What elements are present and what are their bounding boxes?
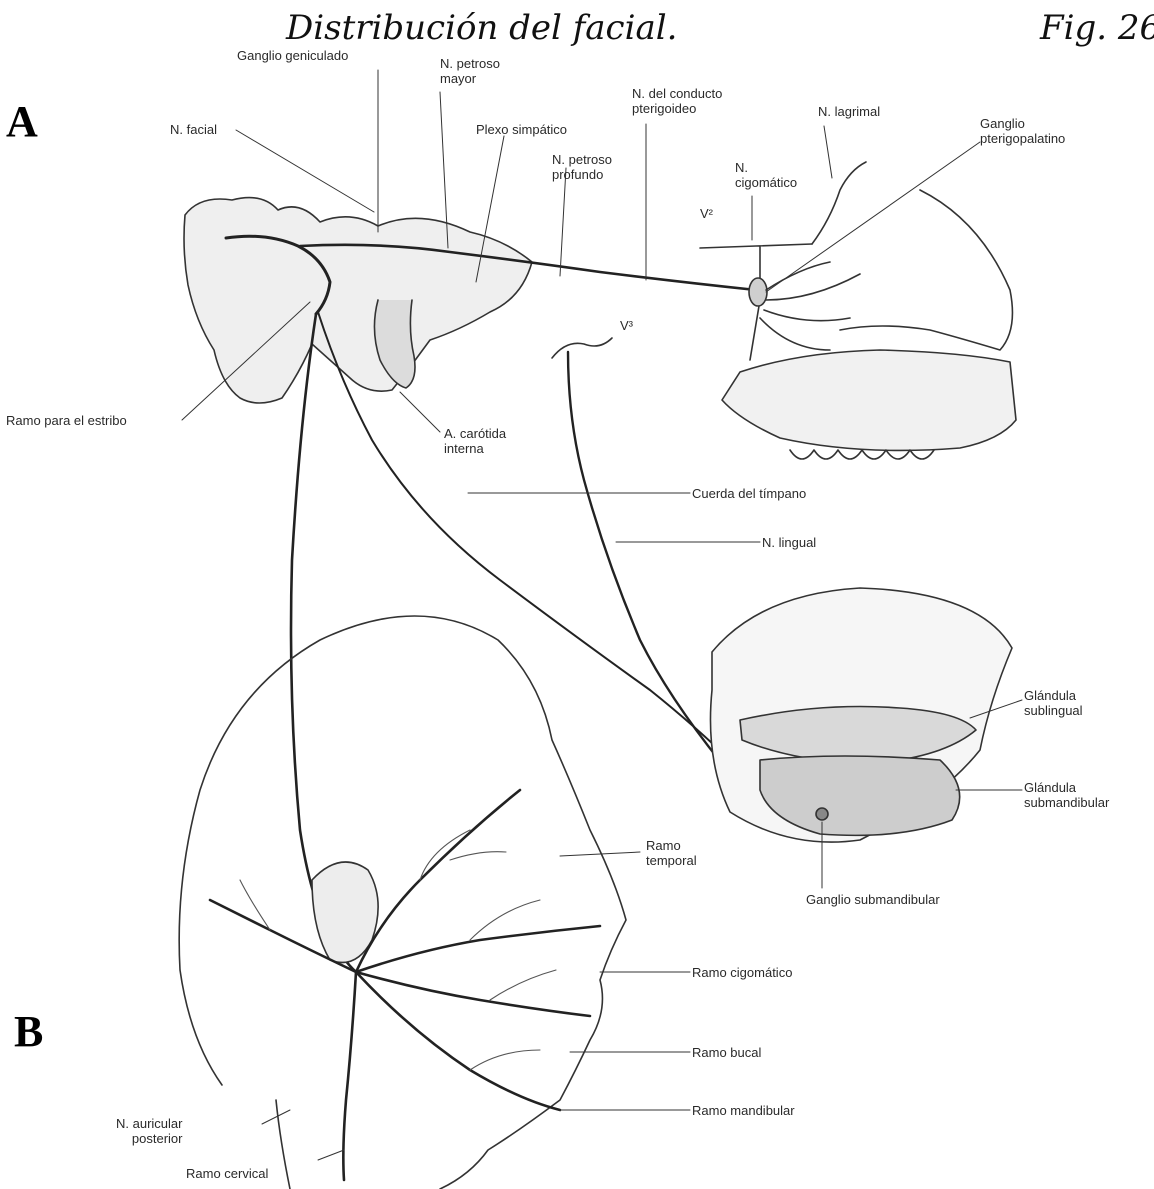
label-n-lingual: N. lingual: [762, 535, 816, 550]
buccal-branch: [356, 972, 590, 1016]
label-n-petroso-profundo-2: profundo: [552, 167, 603, 182]
label-n-conducto-pterigoideo: N. del conducto pterigoideo: [632, 86, 722, 116]
label-n-conducto-pterigoideo-1: N. del conducto: [632, 86, 722, 101]
label-plexo-simpatico: Plexo simpático: [476, 122, 567, 137]
label-n-petroso-profundo-1: N. petroso: [552, 152, 612, 167]
leader-pterigopalatino: [766, 142, 980, 292]
leader-lagrimal: [824, 126, 832, 178]
label-n-cigomatico-2: cigomático: [735, 175, 797, 190]
leader-cervical: [318, 1150, 344, 1160]
label-ramo-temporal-2: temporal: [646, 853, 697, 868]
lacrimal-nerve: [812, 162, 866, 244]
label-ganglio-geniculado: Ganglio geniculado: [237, 48, 348, 63]
label-n-auricular-1: N. auricular: [116, 1116, 182, 1131]
label-ganglio-pterigopalatino-2: pterigopalatino: [980, 131, 1065, 146]
label-ramo-temporal-1: Ramo: [646, 838, 681, 853]
label-n-auricular-posterior: N. auricular posterior: [116, 1116, 182, 1146]
label-n-conducto-pterigoideo-2: pterigoideo: [632, 101, 696, 116]
label-n-lagrimal: N. lagrimal: [818, 104, 880, 119]
label-glandula-submandibular: Glándula submandibular: [1024, 780, 1109, 810]
label-ramo-mandibular: Ramo mandibular: [692, 1103, 795, 1118]
label-ramo-bucal: Ramo bucal: [692, 1045, 761, 1060]
label-glandula-submandibular-2: submandibular: [1024, 795, 1109, 810]
label-ganglio-pterigopalatino: Ganglio pterigopalatino: [980, 116, 1065, 146]
panel-label-a: A: [6, 96, 38, 147]
label-n-petroso-mayor-2: mayor: [440, 71, 476, 86]
label-ganglio-submandibular: Ganglio submandibular: [806, 892, 940, 907]
label-carotida-interna-2: interna: [444, 441, 484, 456]
label-glandula-sublingual-1: Glándula: [1024, 688, 1076, 703]
label-n-auricular-2: posterior: [132, 1131, 183, 1146]
palate-maxilla: [722, 350, 1016, 450]
label-glandula-sublingual-2: sublingual: [1024, 703, 1083, 718]
label-n-petroso-profundo: N. petroso profundo: [552, 152, 612, 182]
head-outline: [179, 616, 626, 1189]
label-n-cigomatico: N. cigomático: [735, 160, 797, 190]
label-ramo-cervical: Ramo cervical: [186, 1166, 268, 1181]
label-glandula-submandibular-1: Glándula: [1024, 780, 1076, 795]
label-v3: V³: [620, 318, 633, 333]
cervical-branch: [343, 972, 356, 1180]
label-n-petroso-mayor-1: N. petroso: [440, 56, 500, 71]
label-glandula-sublingual: Glándula sublingual: [1024, 688, 1083, 718]
label-ramo-temporal: Ramo temporal: [646, 838, 697, 868]
pterygopalatine-branches: [760, 262, 860, 350]
label-cuerda-timpano: Cuerda del tímpano: [692, 486, 806, 501]
pterygopalatine-ganglion: [749, 278, 767, 306]
label-carotida-interna-1: A. carótida: [444, 426, 506, 441]
panel-label-b: B: [14, 1006, 43, 1057]
leader-carotida: [400, 392, 440, 432]
mandibular-branch: [356, 972, 560, 1110]
leader-auricular: [262, 1110, 290, 1124]
label-carotida-interna: A. carótida interna: [444, 426, 506, 456]
upper-teeth: [790, 450, 934, 459]
figure-number: Fig. 26: [1040, 8, 1154, 48]
label-n-cigomatico-1: N.: [735, 160, 748, 175]
petrous-bone: [184, 198, 532, 403]
label-n-petroso-mayor: N. petroso mayor: [440, 56, 500, 86]
v3-stub: [552, 338, 612, 358]
leader-profundo: [560, 168, 566, 276]
figure-title: Distribución del facial.: [286, 8, 677, 48]
label-ganglio-pterigopalatino-1: Ganglio: [980, 116, 1025, 131]
nasal-cavity-outline: [840, 190, 1012, 350]
label-n-facial: N. facial: [170, 122, 217, 137]
submandibular-ganglion: [816, 808, 828, 820]
label-ramo-estribo: Ramo para el estribo: [6, 413, 127, 428]
label-v2: V²: [700, 206, 713, 221]
label-ramo-cigomatico: Ramo cigomático: [692, 965, 792, 980]
temporal-branch: [356, 790, 520, 972]
